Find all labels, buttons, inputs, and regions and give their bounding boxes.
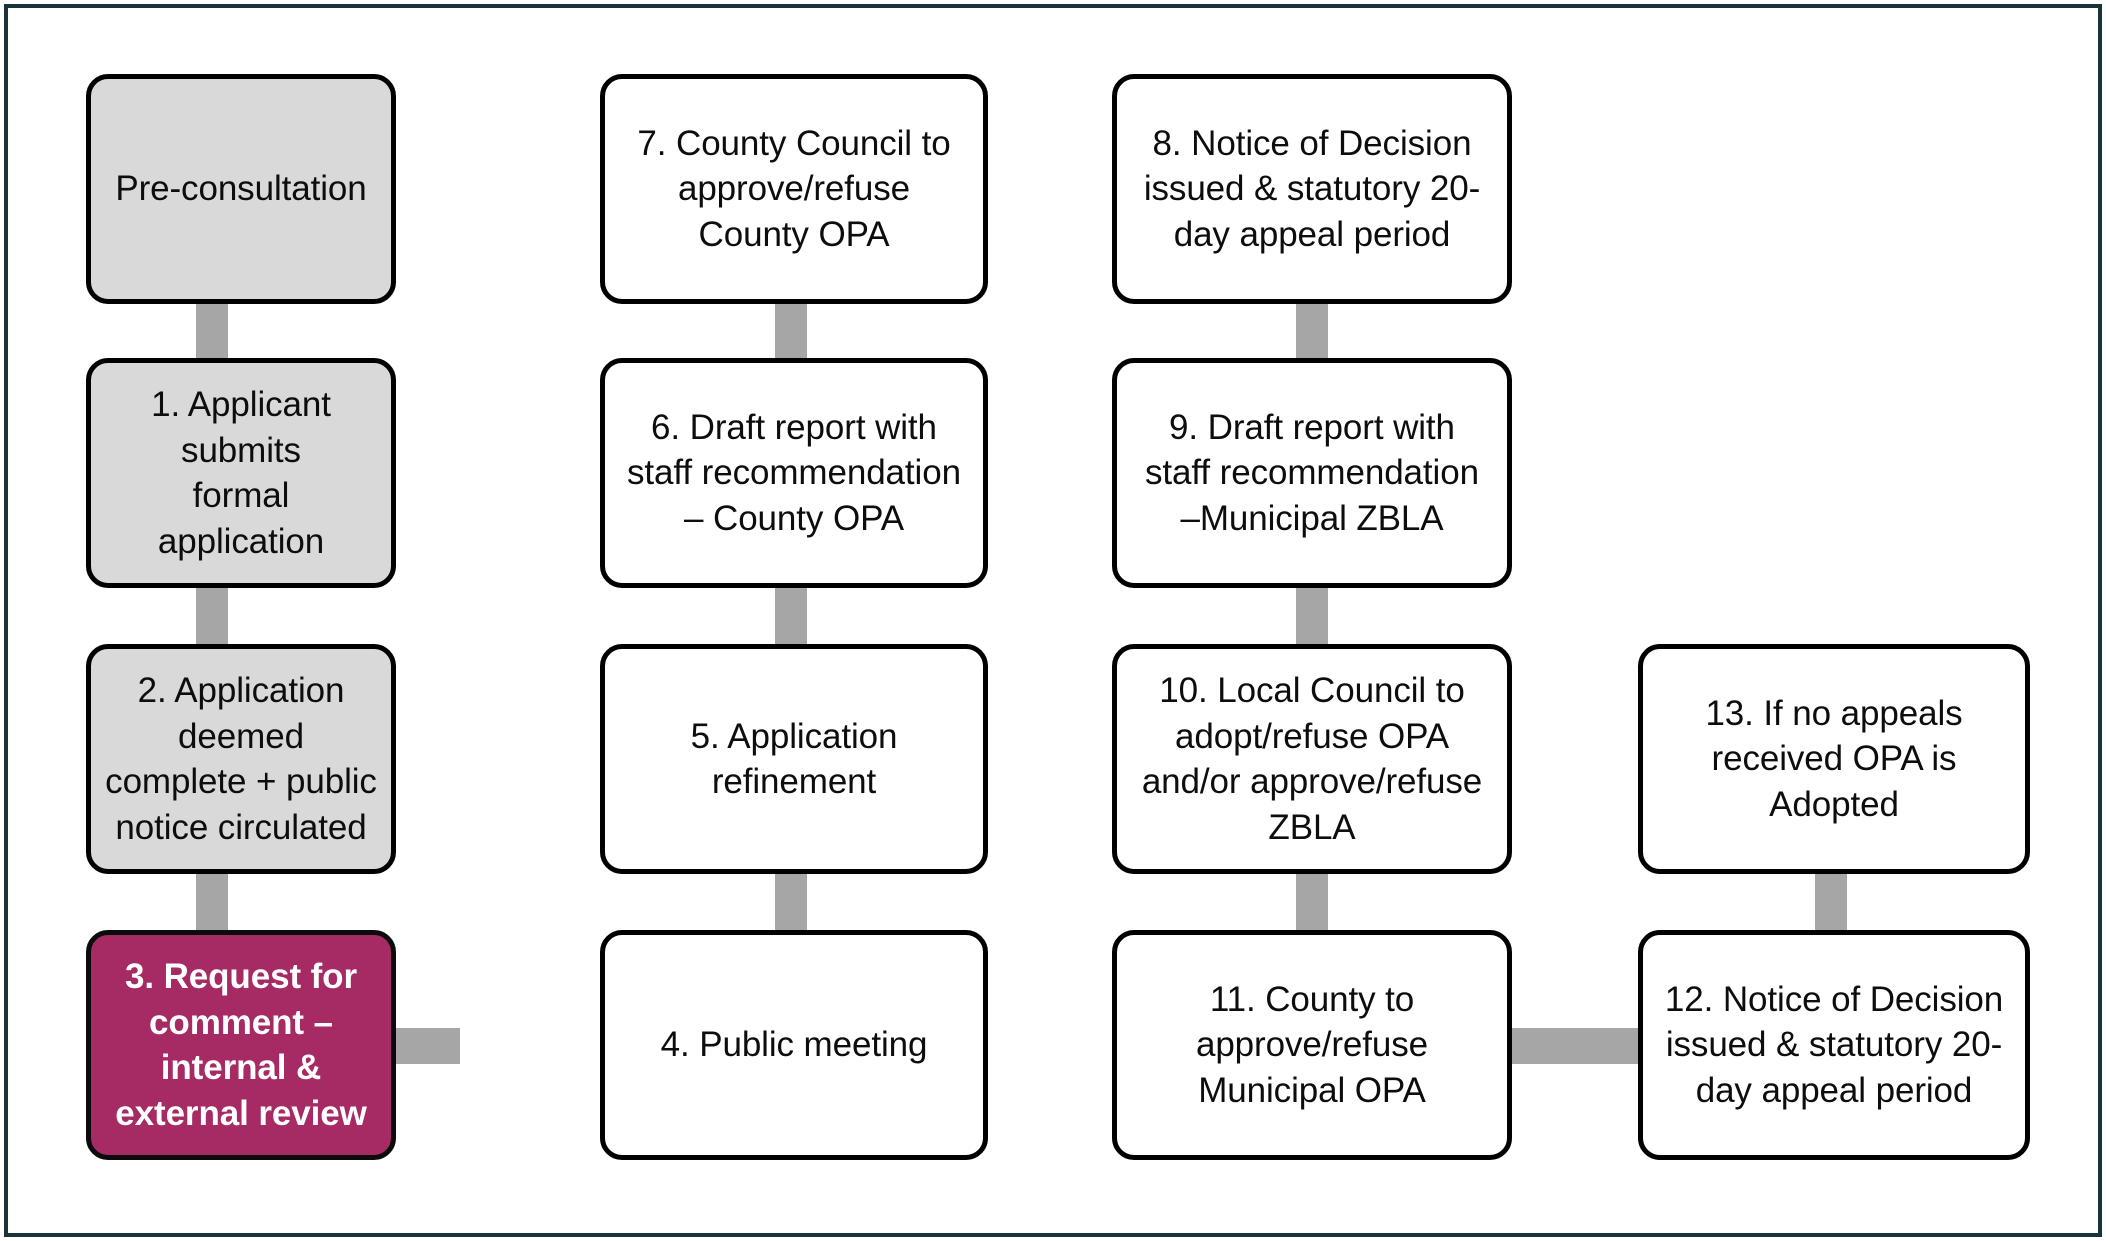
connector-11-to-10 [1296, 868, 1328, 932]
node-step-11[interactable]: 11. County to approve/refuse Municipal O… [1112, 930, 1512, 1160]
connector-12-to-13 [1815, 868, 1847, 932]
node-label: 10. Local Council to adopt/refuse OPA an… [1141, 671, 1483, 847]
node-step-5[interactable]: 5. Application refinement [600, 644, 988, 874]
node-step-1[interactable]: 1. Applicant submits formal application [86, 358, 396, 588]
node-label: 2. Application deemed complete + public … [105, 671, 377, 847]
connector-pre-to-1 [196, 296, 228, 360]
node-step-8[interactable]: 8. Notice of Decision issued & statutory… [1112, 74, 1512, 304]
node-step-12[interactable]: 12. Notice of Decision issued & statutor… [1638, 930, 2030, 1160]
node-step-13[interactable]: 13. If no appeals received OPA is Adopte… [1638, 644, 2030, 874]
connector-6-to-7 [775, 296, 807, 360]
connector-4-to-5 [775, 868, 807, 932]
connector-11-to-12 [1500, 1028, 1640, 1064]
connector-2-to-3 [196, 868, 228, 932]
node-label: 6. Draft report with staff recommendatio… [627, 407, 961, 538]
node-step-9[interactable]: 9. Draft report with staff recommendatio… [1112, 358, 1512, 588]
node-label: 9. Draft report with staff recommendatio… [1145, 407, 1479, 538]
node-pre-consultation[interactable]: Pre-consultation [86, 74, 396, 304]
connector-9-to-8 [1296, 296, 1328, 360]
node-label: 11. County to approve/refuse Municipal O… [1195, 979, 1429, 1110]
node-label: Pre-consultation [115, 169, 367, 209]
node-label: 3. Request for comment – internal & exte… [115, 957, 367, 1133]
node-label: 1. Applicant submits formal application [151, 385, 331, 561]
node-label: 13. If no appeals received OPA is Adopte… [1705, 693, 1963, 824]
node-label: 5. Application refinement [690, 716, 898, 802]
node-step-7[interactable]: 7. County Council to approve/refuse Coun… [600, 74, 988, 304]
node-label: 12. Notice of Decision issued & statutor… [1664, 979, 2004, 1110]
connector-1-to-2 [196, 582, 228, 646]
node-step-4[interactable]: 4. Public meeting [600, 930, 988, 1160]
node-step-2[interactable]: 2. Application deemed complete + public … [86, 644, 396, 874]
connector-10-to-9 [1296, 582, 1328, 646]
node-label: 7. County Council to approve/refuse Coun… [637, 123, 951, 254]
connector-5-to-6 [775, 582, 807, 646]
node-step-10[interactable]: 10. Local Council to adopt/refuse OPA an… [1112, 644, 1512, 874]
node-step-6[interactable]: 6. Draft report with staff recommendatio… [600, 358, 988, 588]
node-label: 4. Public meeting [660, 1025, 928, 1065]
node-step-3[interactable]: 3. Request for comment – internal & exte… [86, 930, 396, 1160]
node-label: 8. Notice of Decision issued & statutory… [1143, 123, 1481, 254]
